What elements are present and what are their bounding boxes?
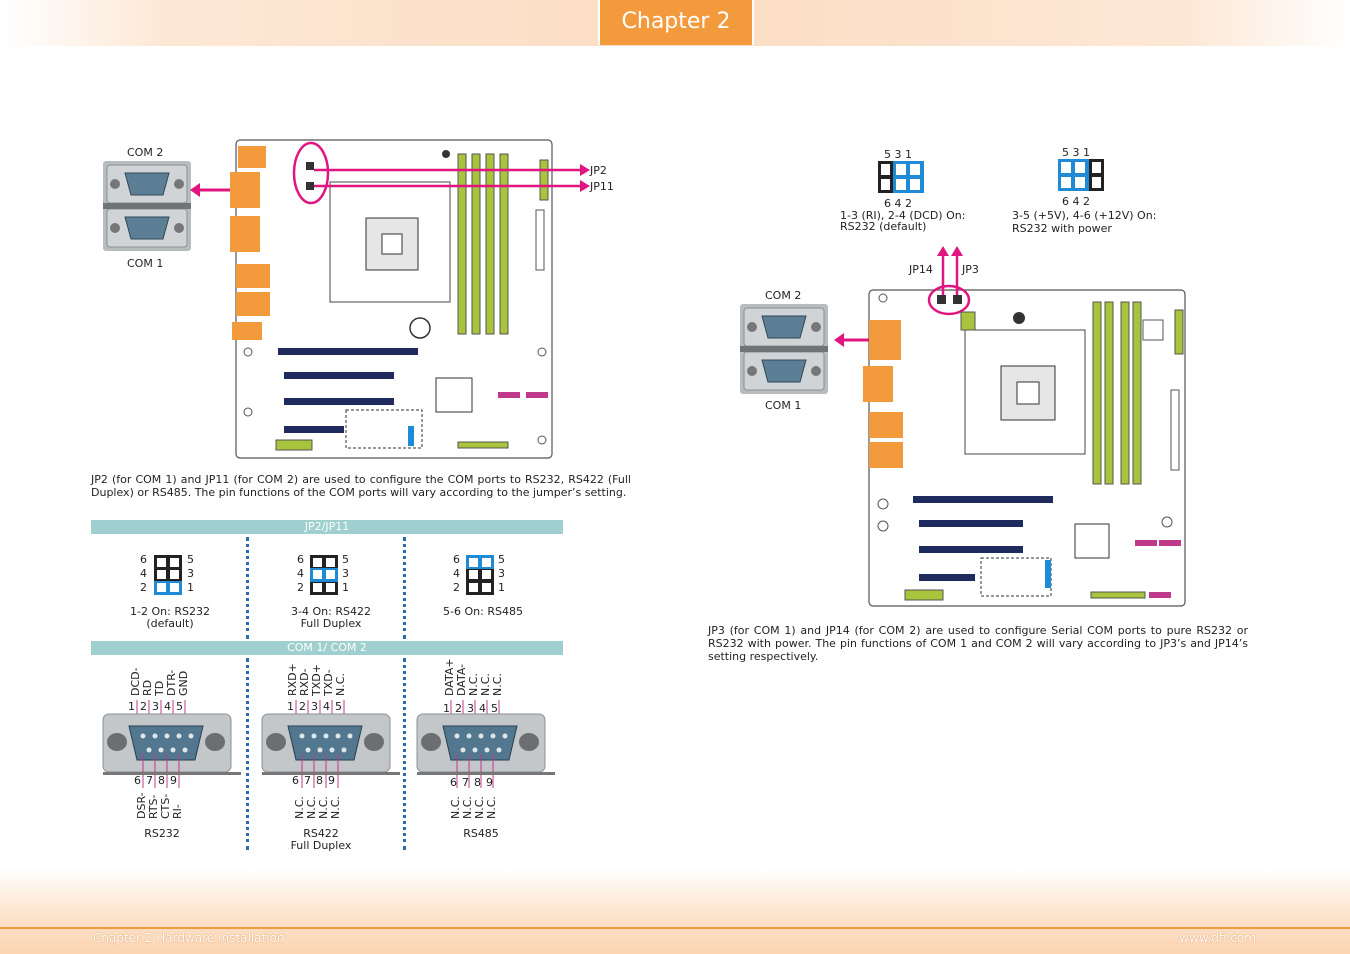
- jumper-option-rs485: 5-6 On: RS485: [443, 605, 523, 618]
- footer-strip: [0, 927, 1350, 929]
- com-connector-photo-left: [103, 161, 191, 251]
- left-description: JP2 (for COM 1) and JP11 (for COM 2) are…: [91, 473, 631, 499]
- db9-connector-rs485: [416, 700, 555, 788]
- jumper-block-rs232-default: [878, 161, 924, 193]
- footer-bar: [0, 868, 1350, 954]
- column-divider: [246, 537, 249, 639]
- db9-connector-rs422: [261, 700, 400, 788]
- jumper-block-rs232: [154, 555, 182, 595]
- com1-label: COM 1: [127, 257, 164, 270]
- com-table-header: COM 1/ COM 2: [91, 641, 563, 655]
- motherboard-diagram-left: [230, 139, 590, 459]
- column-divider: [246, 658, 249, 850]
- jp2-label: JP2: [590, 164, 607, 177]
- connector-name-rs485: RS485: [463, 827, 499, 840]
- footer-chapter-title: Chapter 2 Hardware Installation: [93, 931, 285, 945]
- jumper-block-rs485: [466, 555, 494, 595]
- jp3-option2-top-pins: 5 3 1: [1062, 146, 1090, 159]
- jumper-block-rs232-power: [1058, 159, 1104, 191]
- arrow-left-icon: [834, 333, 874, 347]
- jp3-label: JP3: [962, 263, 979, 276]
- com2-label: COM 2: [127, 146, 164, 159]
- right-description: JP3 (for COM 1) and JP14 (for COM 2) are…: [708, 624, 1248, 663]
- jp3-option1-desc: 1-3 (RI), 2-4 (DCD) On:RS232 (default): [840, 209, 966, 233]
- right-com1-label: COM 1: [765, 399, 802, 412]
- com-connector-photo-right: [740, 304, 828, 394]
- jp3-option2-bottom-pins: 6 4 2: [1062, 195, 1090, 208]
- db9-connector-rs232: [102, 700, 241, 788]
- column-divider: [403, 658, 406, 850]
- jp3-option1-bottom-pins: 6 4 2: [884, 197, 912, 210]
- jumper-block-rs422: [310, 555, 338, 595]
- jp14-label: JP14: [909, 263, 933, 276]
- jumper-option-rs232: 1-2 On: RS232(default): [130, 605, 210, 630]
- jp3-option1-top-pins: 5 3 1: [884, 148, 912, 161]
- chapter-tab: Chapter 2: [598, 0, 754, 45]
- motherboard-diagram-right: [863, 246, 1186, 607]
- column-divider: [403, 537, 406, 639]
- connector-name-rs232: RS232: [144, 827, 180, 840]
- footer-website-link[interactable]: www.dfi.com: [1179, 931, 1256, 945]
- jp11-label: JP11: [590, 180, 614, 193]
- arrow-left-icon: [190, 183, 230, 197]
- jumper-table-header: JP2/JP11: [91, 520, 563, 534]
- right-com2-label: COM 2: [765, 289, 802, 302]
- jp3-option2-desc: 3-5 (+5V), 4-6 (+12V) On:RS232 with powe…: [1012, 209, 1157, 235]
